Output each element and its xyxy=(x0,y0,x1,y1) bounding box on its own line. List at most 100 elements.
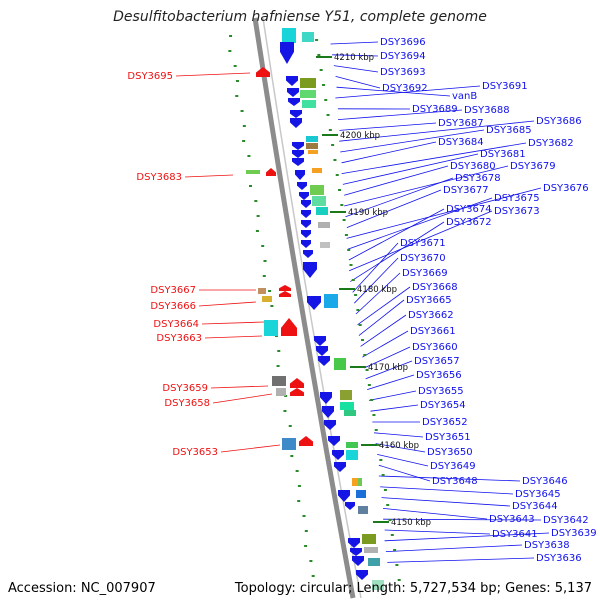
track-tick xyxy=(356,309,360,311)
label-leader xyxy=(355,272,401,315)
track-tick xyxy=(304,530,308,532)
label-leader xyxy=(387,557,535,563)
track-tick xyxy=(255,230,259,232)
gene-arrow-forward xyxy=(301,200,311,208)
backbone-inner xyxy=(262,17,362,599)
track-tick xyxy=(242,140,246,142)
track-tick xyxy=(393,549,397,551)
label-leader xyxy=(368,390,417,401)
gene-label-forward: DSY3674 xyxy=(446,204,492,215)
scale-tick-label: 4170 kbp xyxy=(368,363,408,373)
label-leader xyxy=(370,404,419,412)
track-tick xyxy=(270,305,274,307)
gene-block xyxy=(334,358,346,370)
label-leader xyxy=(337,109,463,120)
scale-tick-label: 4210 kbp xyxy=(334,53,374,63)
gene-arrow-reverse xyxy=(299,436,313,446)
gene-block xyxy=(282,28,296,43)
label-leader xyxy=(184,174,234,178)
gene-arrow-forward xyxy=(287,88,299,97)
label-leader xyxy=(363,346,411,369)
gene-label-forward: DSY3645 xyxy=(515,489,561,500)
gene-block xyxy=(246,170,260,174)
track-tick xyxy=(349,264,353,266)
track-tick xyxy=(297,485,301,487)
track-tick xyxy=(335,174,339,176)
gene-arrow-forward xyxy=(297,182,307,190)
track-tick xyxy=(390,534,394,536)
track-tick xyxy=(290,455,294,457)
track-tick xyxy=(388,519,392,521)
track-tick xyxy=(263,260,267,262)
label-leader xyxy=(384,532,550,542)
gene-arrow-forward xyxy=(292,150,304,158)
gene-block xyxy=(310,185,324,195)
label-leader xyxy=(384,529,491,535)
gene-arrow-forward xyxy=(322,406,334,418)
gene-arrow-forward xyxy=(303,262,317,278)
gene-block xyxy=(276,388,286,396)
label-leader xyxy=(210,385,269,389)
label-leader xyxy=(348,208,445,261)
gene-label-forward: DSY3682 xyxy=(528,138,574,149)
gene-label-reverse: DSY3664 xyxy=(153,319,199,330)
gene-block xyxy=(356,490,366,498)
gene-label-forward: vanB xyxy=(452,91,477,102)
gene-label-forward: DSY3649 xyxy=(430,461,476,472)
gene-label-reverse: DSY3659 xyxy=(162,383,208,394)
gene-label-forward: DSY3656 xyxy=(416,370,462,381)
track-tick xyxy=(319,69,323,71)
gene-block xyxy=(312,196,326,206)
gene-label-forward: DSY3642 xyxy=(543,515,589,526)
gene-arrow-forward xyxy=(301,210,311,218)
gene-label-forward: DSY3651 xyxy=(425,432,471,443)
track-tick xyxy=(256,215,260,217)
gene-label-forward: DSY3636 xyxy=(536,553,582,564)
track-tick xyxy=(351,279,355,281)
track-tick xyxy=(268,290,272,292)
track-tick xyxy=(365,369,369,371)
gene-block xyxy=(340,390,352,400)
track-tick xyxy=(240,110,244,112)
gene-arrow-forward xyxy=(307,296,321,310)
gene-label-forward: DSY3643 xyxy=(489,514,535,525)
gene-label-forward: DSY3644 xyxy=(512,501,558,512)
gene-arrow-forward xyxy=(301,220,311,228)
gene-block xyxy=(352,478,358,486)
track-tick xyxy=(242,125,246,127)
track-tick xyxy=(321,84,325,86)
track-tick xyxy=(381,474,385,476)
gene-label-forward: DSY3681 xyxy=(480,149,526,160)
gene-label-reverse: DSY3683 xyxy=(136,172,182,183)
gene-label-forward: DSY3693 xyxy=(380,67,426,78)
track-tick xyxy=(315,39,319,41)
label-leader xyxy=(385,544,523,552)
track-tick xyxy=(311,575,315,577)
gene-block xyxy=(358,478,362,486)
label-leader xyxy=(362,330,409,358)
gene-label-forward: DSY3689 xyxy=(412,104,458,115)
label-leader xyxy=(342,153,479,185)
gene-label-forward: DSY3646 xyxy=(522,476,568,487)
track-tick xyxy=(249,185,253,187)
gene-block xyxy=(258,288,266,294)
track-tick xyxy=(297,500,301,502)
gene-label-reverse: DSY3663 xyxy=(156,333,202,344)
gene-block xyxy=(272,376,286,386)
gene-arrow-forward xyxy=(295,170,305,180)
track-tick xyxy=(276,365,280,367)
track-tick xyxy=(283,410,287,412)
label-leader xyxy=(212,393,273,404)
scale-tick-label: 4200 kbp xyxy=(340,131,380,141)
label-leader xyxy=(378,475,521,482)
track-tick xyxy=(254,200,258,202)
gene-block xyxy=(368,558,380,566)
label-leader xyxy=(354,257,399,304)
label-leader xyxy=(335,76,381,89)
track-tick xyxy=(261,245,265,247)
track-tick xyxy=(235,80,239,82)
gene-block xyxy=(306,143,318,149)
label-leader xyxy=(360,314,407,347)
scale-tick-label: 4150 kbp xyxy=(391,518,431,528)
label-leader xyxy=(346,189,442,228)
